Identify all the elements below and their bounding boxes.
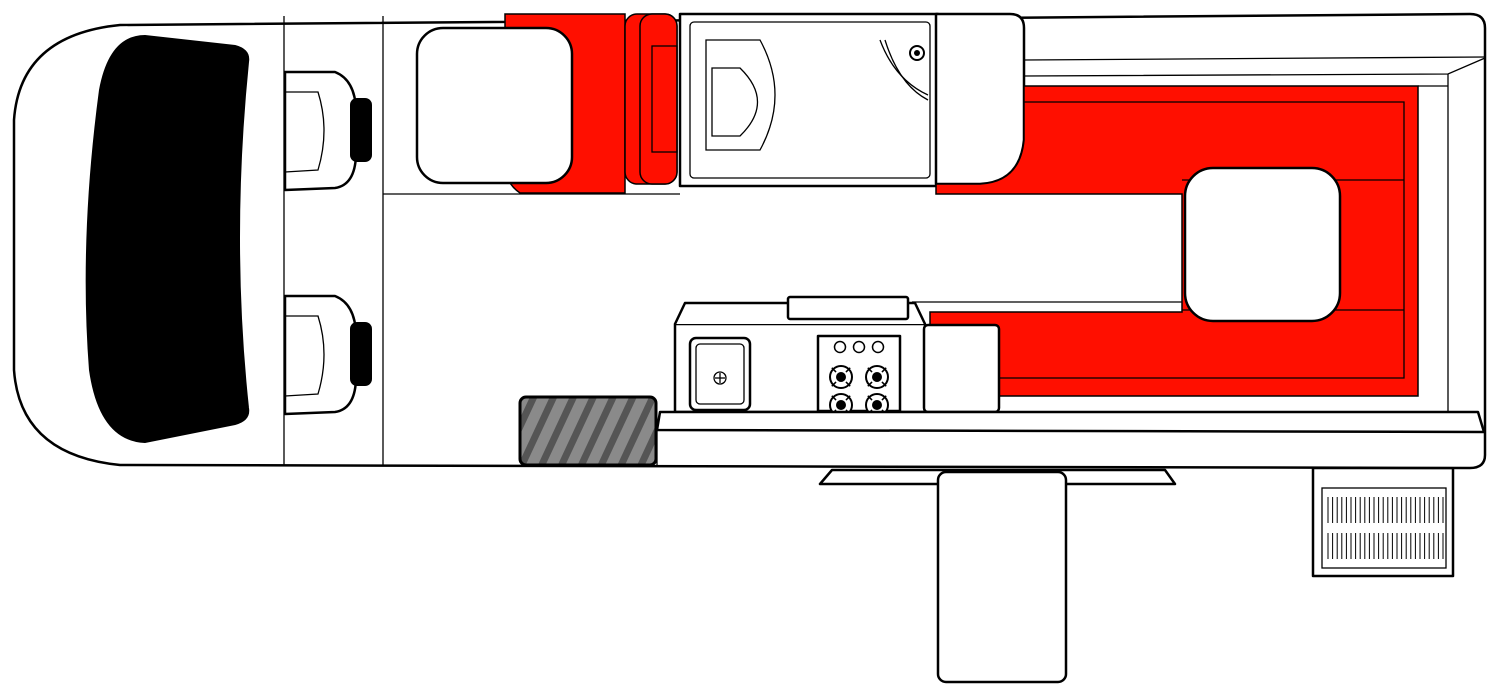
cooktop-burner — [865, 365, 889, 389]
awning-table — [818, 468, 1177, 684]
rear-table — [1183, 166, 1342, 323]
passenger-seat — [283, 294, 372, 416]
toilet-shower-cubicle — [678, 12, 940, 188]
sink — [688, 336, 752, 412]
cooktop-knob — [833, 340, 847, 354]
cooktop-burner — [829, 365, 853, 389]
cooktop-knob — [852, 340, 866, 354]
entry-step — [518, 395, 658, 467]
fridge — [922, 323, 1001, 414]
four-burner-cooktop — [816, 334, 902, 417]
windscreen — [85, 34, 250, 444]
cooktop-knob — [871, 340, 885, 354]
front-table — [415, 26, 574, 185]
rear-step-grille — [1311, 466, 1455, 578]
driver-seat — [283, 70, 372, 192]
